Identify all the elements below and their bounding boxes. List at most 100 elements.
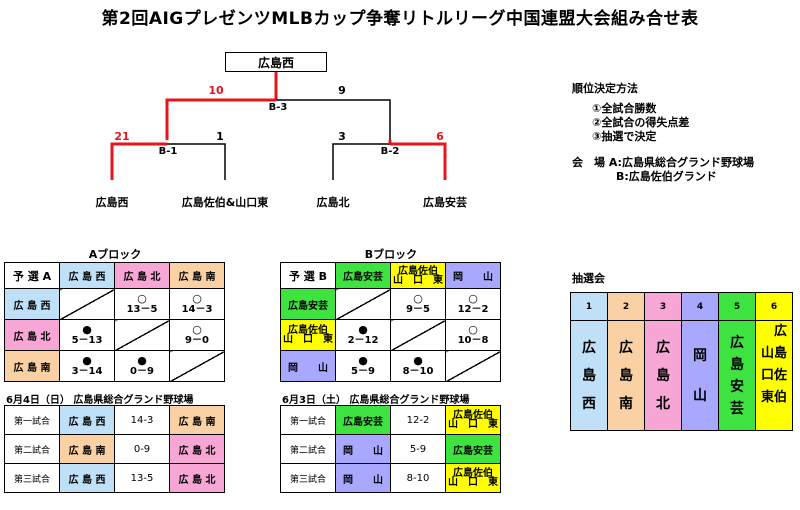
game-score: 14-3 xyxy=(114,405,170,435)
game-score: 5-9 xyxy=(390,434,446,464)
result-cell: ○13－5 xyxy=(114,288,170,320)
lottery-team: 広島安芸 xyxy=(718,320,756,431)
game-home: 広 島 西 xyxy=(59,405,115,435)
block-b-col-team: 岡 山 xyxy=(445,262,501,289)
game-away: 広島佐伯山 口 東 xyxy=(445,405,501,435)
lottery-team: 山口東広島佐伯 xyxy=(755,320,793,431)
diagonal-cell xyxy=(445,350,501,382)
page-title: 第2回AIGプレゼンツMLBカップ争奪リトルリーグ中国連盟大会組み合せ表 xyxy=(101,9,699,29)
semi2-right-score: 6 xyxy=(436,130,444,143)
game-score: 0-9 xyxy=(114,434,170,464)
lottery-number: 2 xyxy=(607,292,645,321)
lottery-team: 広島西 xyxy=(570,320,608,431)
block-a-date: 6月4日（日） 広島県総合グランド野球場 xyxy=(6,395,194,406)
champion-box: 広島西 xyxy=(225,52,327,72)
game-label: 第一試合 xyxy=(280,405,336,435)
result-cell: ○14－3 xyxy=(169,288,225,320)
block-b-table: 予 選 B 広島安芸 広島佐伯山 口 東 岡 山 広島安芸 ○9－5 ○12－2… xyxy=(280,262,501,382)
game-away: 広 島 南 xyxy=(169,405,225,435)
result-cell: ●5－9 xyxy=(335,350,391,382)
block-b-row-team: 広島佐伯山 口 東 xyxy=(280,319,336,351)
block-a-corner: 予 選 A xyxy=(4,262,60,289)
game-home: 岡 山 xyxy=(335,434,391,464)
game-home: 岡 山 xyxy=(335,463,391,493)
result-cell: ●2－12 xyxy=(335,319,391,351)
lottery-team: 岡山 xyxy=(681,320,719,431)
game-label: 第三試合 xyxy=(4,463,60,493)
result-cell: ○9－5 xyxy=(390,288,446,320)
lottery-team: 広島南 xyxy=(607,320,645,431)
venue-a: A:広島県総合グランド野球場 xyxy=(608,156,754,169)
game-label: 第二試合 xyxy=(280,434,336,464)
block-b-row-team: 岡 山 xyxy=(280,350,336,382)
diagonal-cell xyxy=(390,319,446,351)
bracket-team-4: 広島安芸 xyxy=(423,196,467,209)
game-score: 13-5 xyxy=(114,463,170,493)
rules-heading: 順位決定方法 xyxy=(572,82,638,95)
bracket-team-2: 広島佐伯&山口東 xyxy=(181,196,269,209)
result-cell: ○9－0 xyxy=(169,319,225,351)
diagonal-cell xyxy=(114,319,170,351)
semi2-label: B-2 xyxy=(380,146,400,157)
result-cell: ●3－14 xyxy=(59,350,115,382)
rule-item: ②全試合の得失点差 xyxy=(592,116,690,129)
block-b-corner: 予 選 B xyxy=(280,262,336,289)
block-b-title: Bブロック xyxy=(364,248,418,261)
block-b-col-team: 広島佐伯山 口 東 xyxy=(390,262,446,289)
lottery-number: 3 xyxy=(644,292,682,321)
lottery-table: 1 2 3 4 5 6 広島西 広島南 広島北 岡山 広島安芸 山口東広島佐伯 xyxy=(570,292,793,431)
block-a-schedule: 第一試合 広 島 西 14-3 広 島 南 第二試合 広 島 南 0-9 広 島… xyxy=(4,405,225,493)
semi2-left-score: 3 xyxy=(338,130,346,143)
block-b-date: 6月3日（土） 広島県総合グランド野球場 xyxy=(282,395,470,406)
bracket-team-1: 広島西 xyxy=(95,196,129,209)
lottery-number: 1 xyxy=(570,292,608,321)
block-b-col-team: 広島安芸 xyxy=(335,262,391,289)
block-a-col-team: 広 島 北 xyxy=(114,262,170,289)
game-home: 広 島 南 xyxy=(59,434,115,464)
block-a-row-team: 広 島 西 xyxy=(4,288,60,320)
result-cell: ○12－2 xyxy=(445,288,501,320)
game-label: 第一試合 xyxy=(4,405,60,435)
game-away: 広 島 北 xyxy=(169,434,225,464)
lottery-team: 広島北 xyxy=(644,320,682,431)
game-home: 広 島 西 xyxy=(59,463,115,493)
result-cell: ○10－8 xyxy=(445,319,501,351)
diagonal-cell xyxy=(59,288,115,320)
block-b-row-team: 広島安芸 xyxy=(280,288,336,320)
final-right-score: 9 xyxy=(338,84,346,97)
game-away: 広島安芸 xyxy=(445,434,501,464)
lottery-title: 抽選会 xyxy=(572,272,605,285)
semi1-right-score: 1 xyxy=(216,130,224,143)
final-label: B-3 xyxy=(268,102,288,113)
result-cell: ●8－10 xyxy=(390,350,446,382)
result-cell: ●5－13 xyxy=(59,319,115,351)
semi1-label: B-1 xyxy=(158,146,178,157)
diagonal-cell xyxy=(169,350,225,382)
final-left-score: 10 xyxy=(208,84,224,97)
game-label: 第二試合 xyxy=(4,434,60,464)
block-a-row-team: 広 島 北 xyxy=(4,319,60,351)
game-score: 12-2 xyxy=(390,405,446,435)
semi1-left-score: 21 xyxy=(114,130,130,143)
block-a-col-team: 広 島 西 xyxy=(59,262,115,289)
lottery-number: 6 xyxy=(755,292,793,321)
game-away: 広 島 北 xyxy=(169,463,225,493)
block-b-schedule: 第一試合 広島安芸 12-2 広島佐伯山 口 東 第二試合 岡 山 5-9 広島… xyxy=(280,405,501,493)
rule-item: ③抽選で決定 xyxy=(592,130,657,143)
game-away: 広島佐伯山 口 東 xyxy=(445,463,501,493)
bracket-team-3: 広島北 xyxy=(316,196,350,209)
block-a-col-team: 広 島 南 xyxy=(169,262,225,289)
result-cell: ●0－9 xyxy=(114,350,170,382)
venue-b: B:広島佐伯グランド xyxy=(616,170,717,183)
game-score: 8-10 xyxy=(390,463,446,493)
block-a-title: Aブロック xyxy=(88,248,142,261)
rule-item: ①全試合勝数 xyxy=(592,102,657,115)
lottery-number: 4 xyxy=(681,292,719,321)
game-home: 広島安芸 xyxy=(335,405,391,435)
venue-label: 会 場 xyxy=(572,156,605,169)
block-a-table: 予 選 A 広 島 西 広 島 北 広 島 南 広 島 西 ○13－5 ○14－… xyxy=(4,262,225,382)
game-label: 第三試合 xyxy=(280,463,336,493)
rules-panel: 順位決定方法 ①全試合勝数 ②全試合の得失点差 ③抽選で決定 会 場 A:広島県… xyxy=(572,82,754,184)
diagonal-cell xyxy=(335,288,391,320)
